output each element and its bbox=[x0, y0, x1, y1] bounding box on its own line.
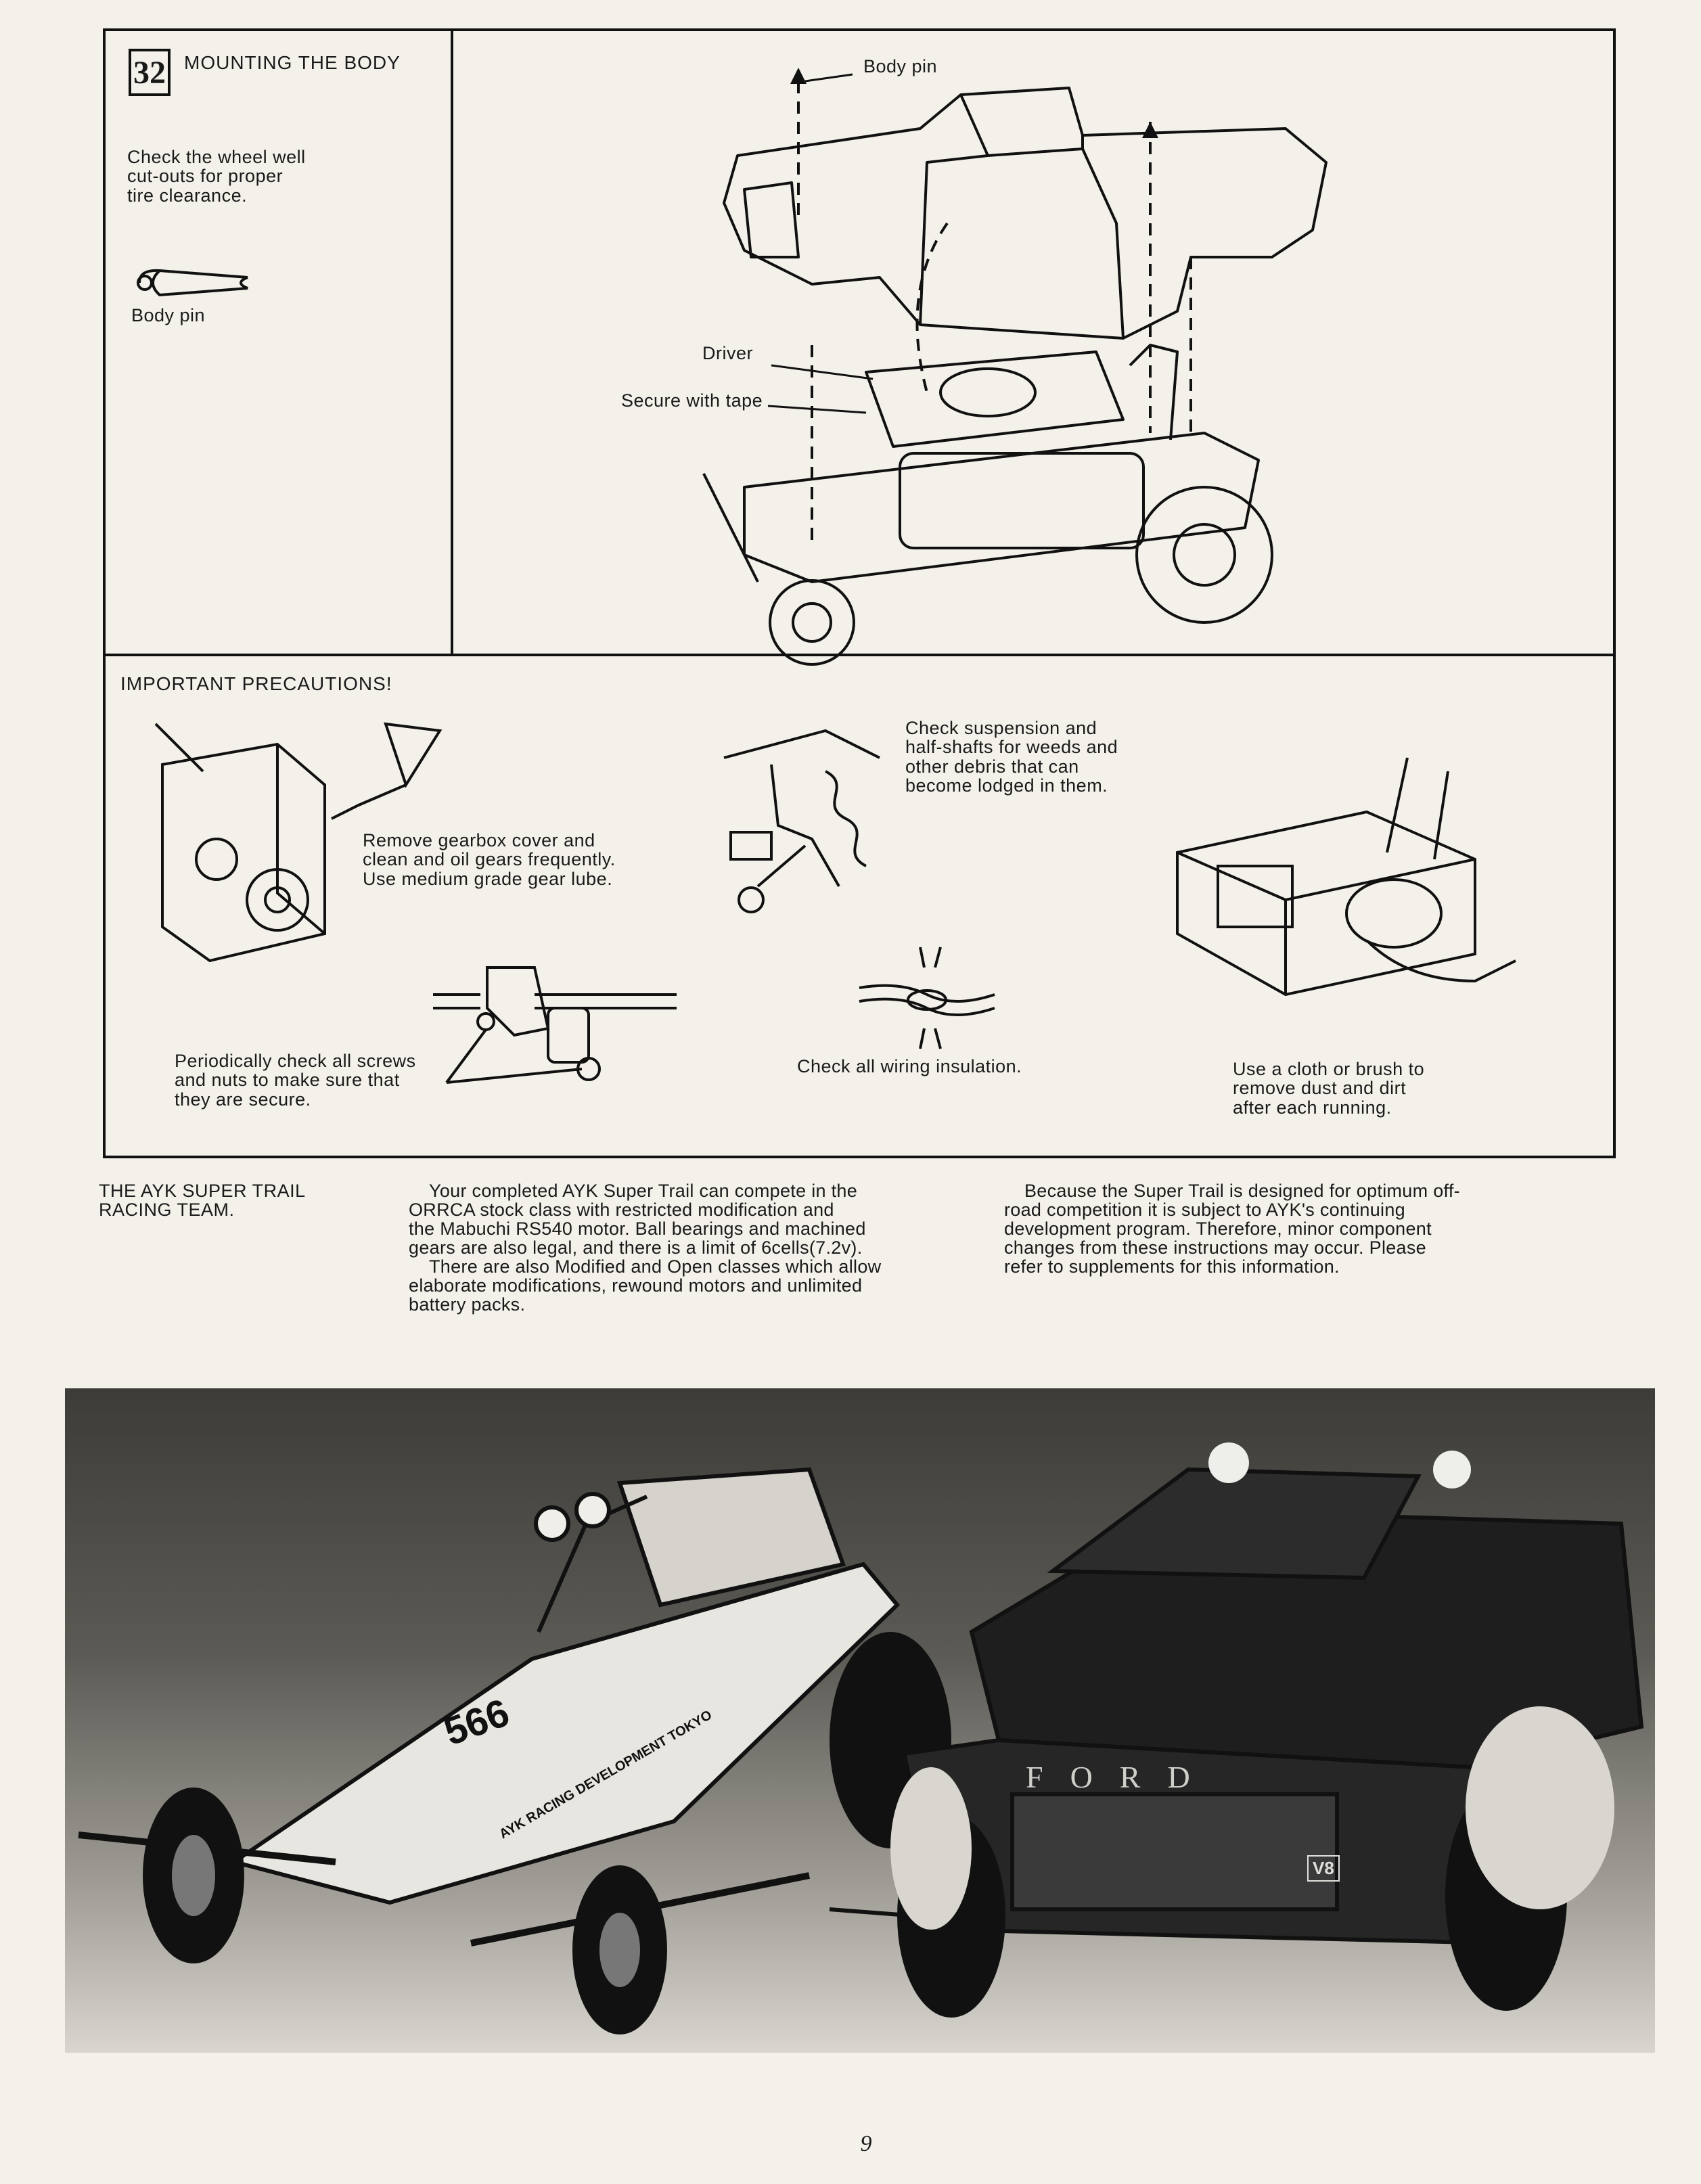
wiring-icon bbox=[859, 947, 995, 1049]
team-column-1: Your completed AYK Super Trail can compe… bbox=[409, 1181, 882, 1315]
body-pin-icon bbox=[137, 269, 248, 297]
step-frame bbox=[103, 28, 1616, 1158]
callout-secure-tape: Secure with tape bbox=[621, 390, 763, 411]
truck-grille-text: FORD bbox=[1026, 1760, 1217, 1794]
oil-funnel-icon bbox=[331, 722, 443, 820]
callout-driver: Driver bbox=[702, 343, 753, 363]
step-instruction: Check the wheel well cut-outs for proper… bbox=[127, 147, 306, 206]
step-number: 32 bbox=[129, 49, 171, 96]
team-heading: THE AYK SUPER TRAIL RACING TEAM. bbox=[99, 1181, 306, 1221]
team-photo: 566 AYK RACING DEVELOPMENT TOKYO FORD V8 bbox=[65, 1388, 1655, 2053]
cloth-note: Use a cloth or brush to remove dust and … bbox=[1233, 1059, 1425, 1118]
screws-note: Periodically check all screws and nuts t… bbox=[175, 1051, 416, 1110]
precautions-title: IMPORTANT PRECAUTIONS! bbox=[120, 673, 392, 694]
gearbox-icon bbox=[154, 723, 326, 963]
wiring-note: Check all wiring insulation. bbox=[797, 1056, 1022, 1076]
callout-body-pin: Body pin bbox=[863, 56, 938, 76]
buggy-drawing bbox=[78, 1442, 1644, 2034]
gearbox-note: Remove gearbox cover and clean and oil g… bbox=[363, 830, 616, 889]
truck-badge: V8 bbox=[1307, 1855, 1340, 1882]
step-title: MOUNTING THE BODY bbox=[184, 52, 401, 73]
suspension-icon bbox=[723, 729, 880, 913]
battery-cleaning-icon bbox=[1176, 757, 1516, 997]
step-divider-vertical bbox=[451, 28, 453, 655]
page-number: 9 bbox=[860, 2131, 872, 2156]
suspension-note: Check suspension and half-shafts for wee… bbox=[905, 718, 1118, 796]
step-divider-horizontal bbox=[103, 654, 1616, 656]
body-pin-label: Body pin bbox=[131, 305, 206, 325]
exploded-assembly-drawing bbox=[702, 68, 1328, 666]
team-column-2: Because the Super Trail is designed for … bbox=[1004, 1181, 1460, 1277]
screw-hardware-icon bbox=[433, 966, 677, 1084]
